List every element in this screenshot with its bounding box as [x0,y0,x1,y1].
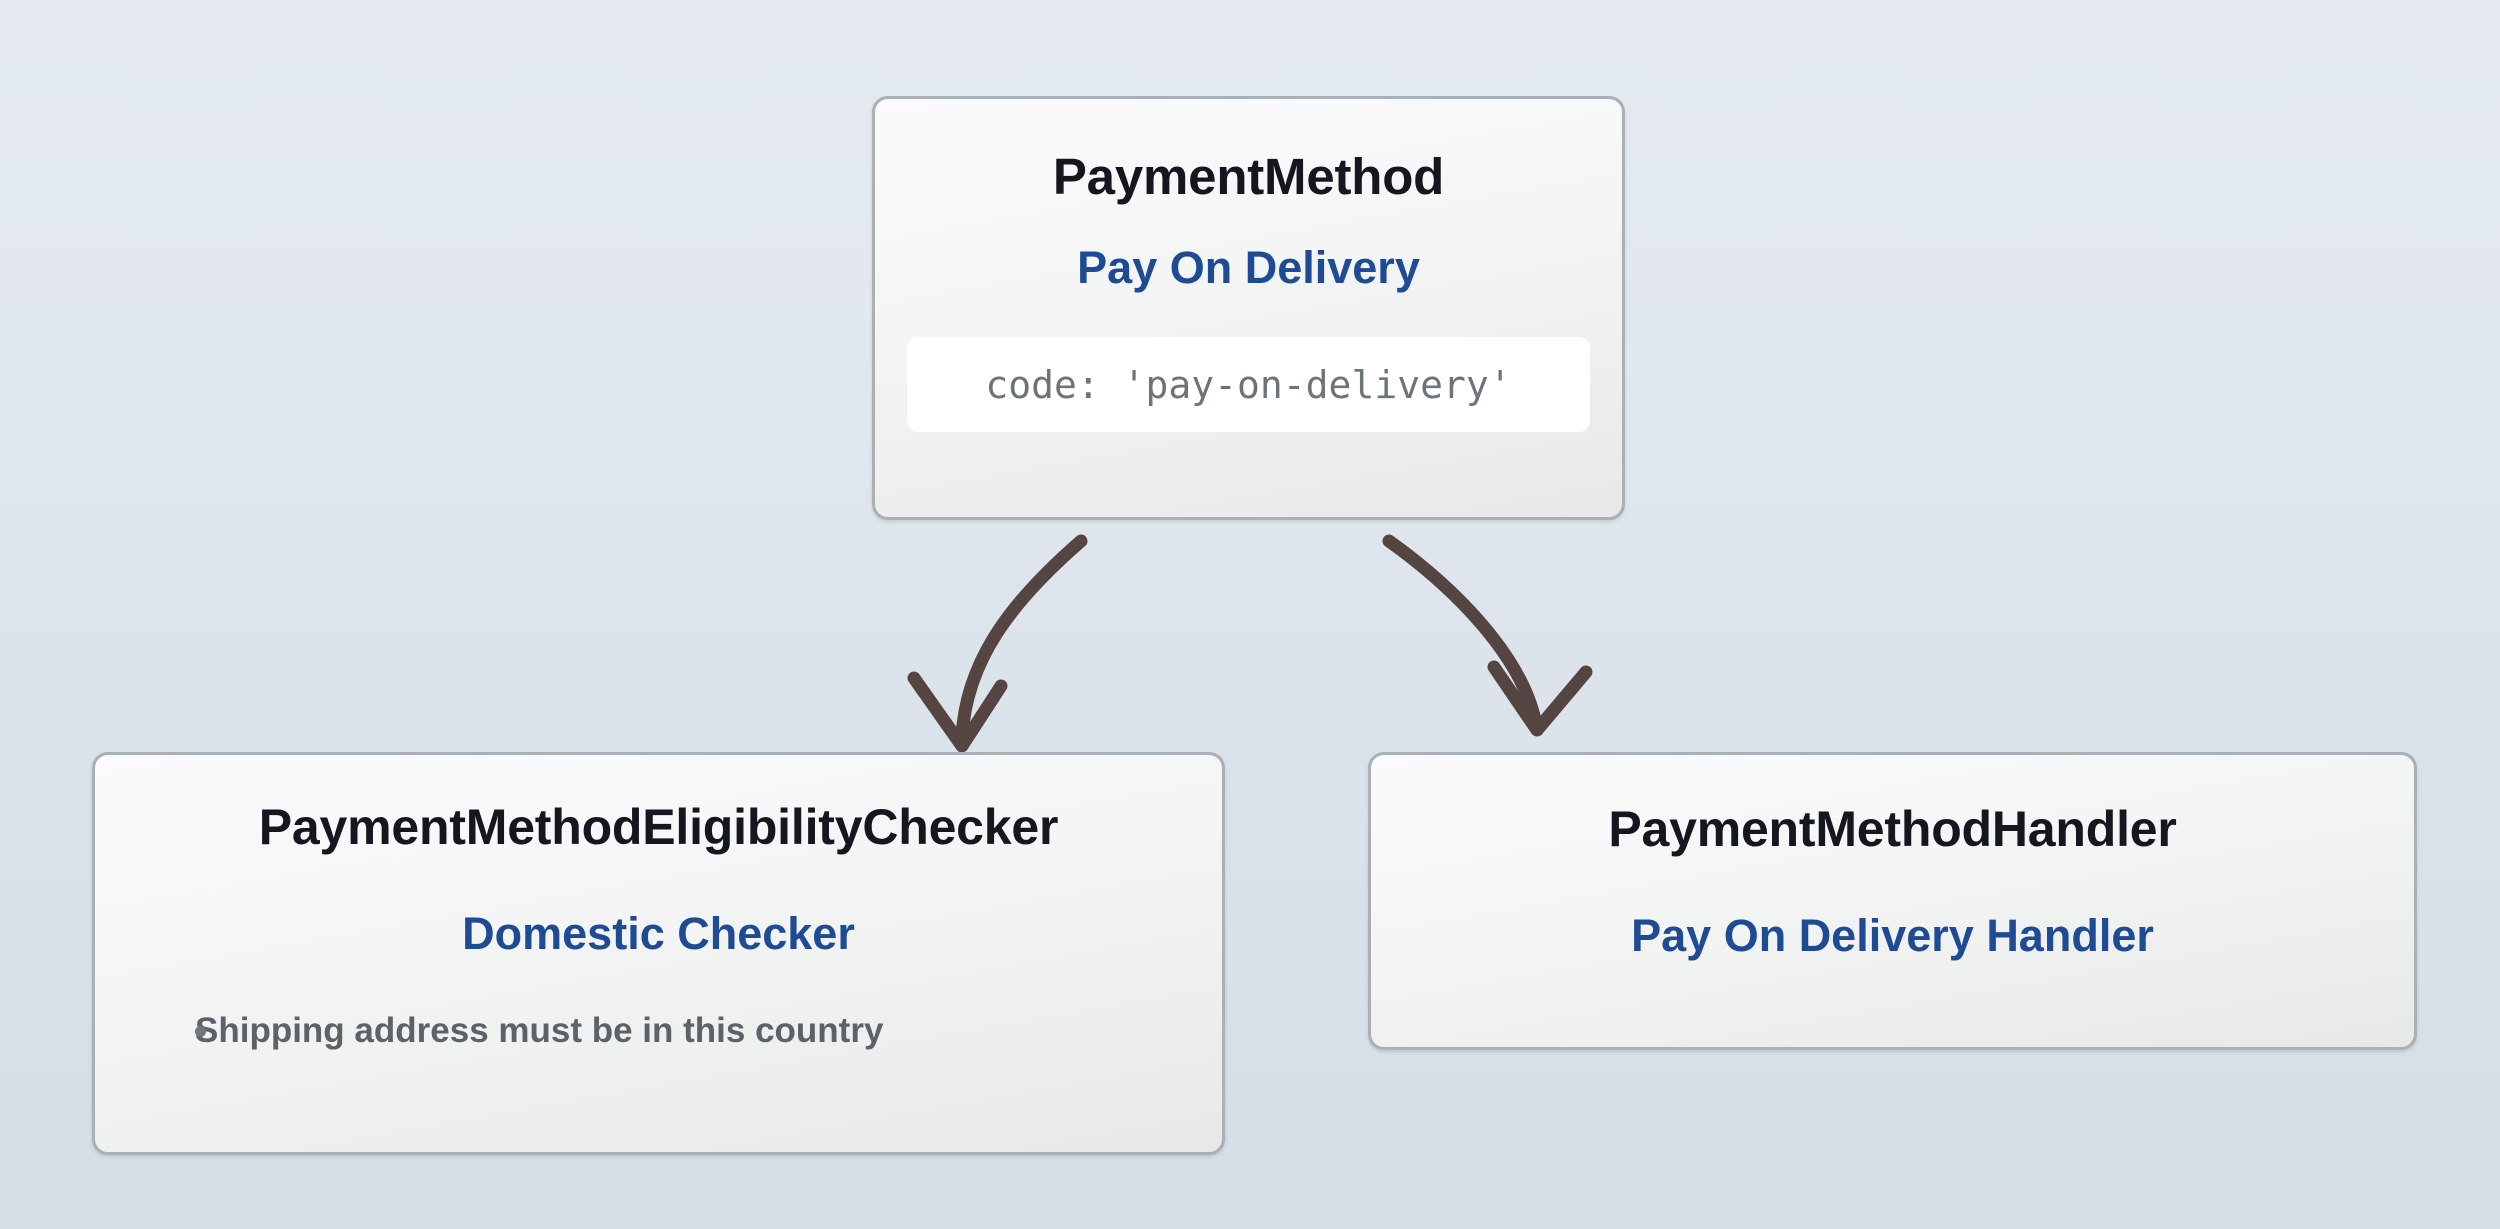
node-payment-method-handler[interactable]: PaymentMethodHandler Pay On Delivery Han… [1368,752,2417,1050]
node-payment-method[interactable]: PaymentMethod Pay On Delivery code: 'pay… [872,96,1625,520]
edge-payment-method-to-eligibility-checker-head [907,671,1008,753]
node-eligibility-checker-title: PaymentMethodEligibilityChecker [258,799,1059,855]
edge-payment-method-to-eligibility-checker-line [955,534,1088,744]
list-item-label: Shipping address must be in this country [195,1011,884,1050]
node-payment-method-title: PaymentMethod [1052,148,1445,205]
node-eligibility-checker-list: Shipping address must be in this country [129,1009,1188,1053]
edge-payment-method-to-payment-handler-line [1382,534,1542,727]
node-payment-method-subtitle: Pay On Delivery [1077,242,1420,293]
node-payment-handler-title: PaymentMethodHandler [1608,801,2177,857]
node-payment-method-eligibility-checker[interactable]: PaymentMethodEligibilityChecker Domestic… [92,752,1225,1155]
node-payment-handler-subtitle: Pay On Delivery Handler [1631,910,2154,961]
edge-payment-method-to-payment-handler-head [1487,660,1593,737]
list-item: Shipping address must be in this country [195,1009,1188,1053]
bullet-icon [195,1026,206,1037]
node-eligibility-checker-subtitle: Domestic Checker [462,908,855,959]
node-payment-method-code: code: 'pay-on-delivery' [907,337,1590,432]
